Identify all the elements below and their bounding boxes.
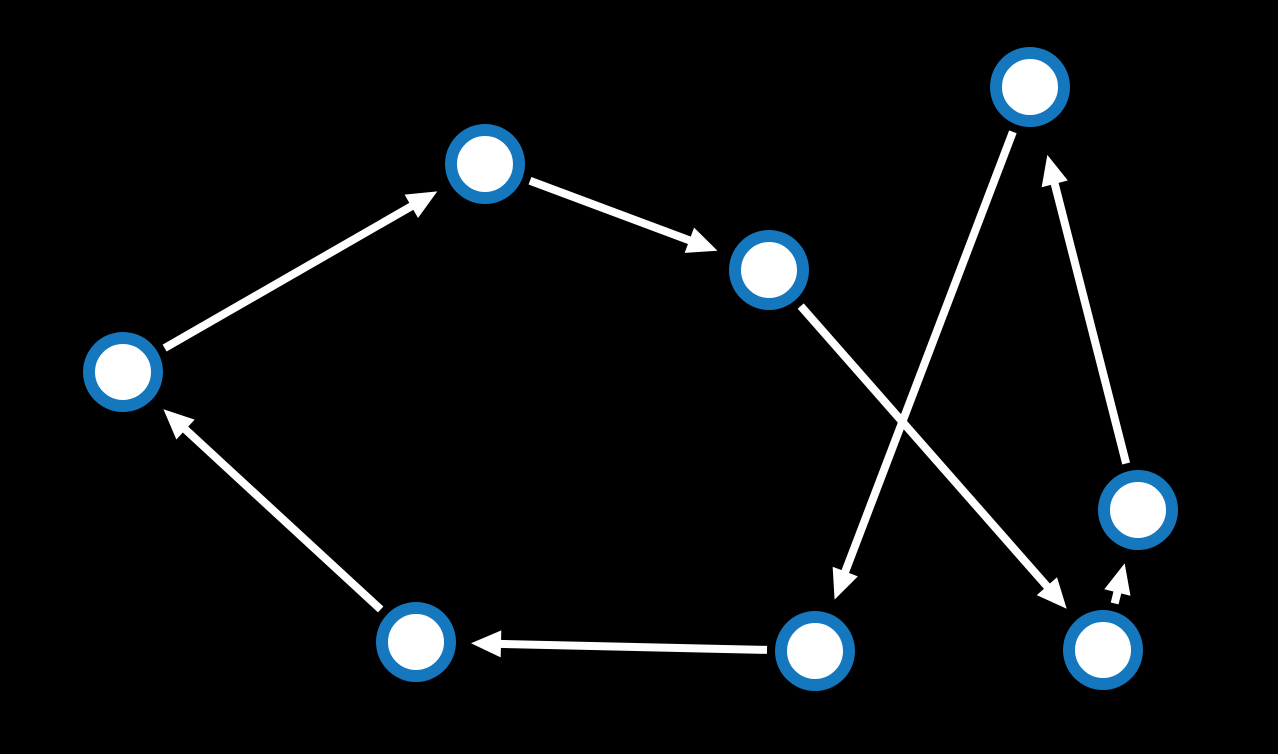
graph-edge (162, 191, 438, 352)
graph-node-left-node (83, 332, 163, 412)
arrowhead-icon (1036, 577, 1067, 609)
graph-edge (163, 409, 384, 613)
graph-node-upper-left-node (445, 124, 525, 204)
graph-node-middle-node (729, 230, 809, 310)
arrowhead-icon (832, 566, 858, 600)
arrowhead-icon (1041, 154, 1068, 188)
arrowhead-icon (163, 409, 195, 440)
arrowhead-icon (470, 630, 502, 658)
graph-edge (528, 177, 718, 253)
graph-edge (470, 630, 768, 658)
graph-edge (1104, 563, 1131, 605)
arrowhead-icon (404, 191, 438, 219)
graph-node-right-node (1098, 470, 1178, 550)
graph-edge (832, 130, 1017, 600)
graph-node-bottom-left-node (376, 602, 456, 682)
graph-edge (797, 303, 1067, 609)
arrowhead-icon (1104, 563, 1131, 596)
graph-node-bottom-right-node (1063, 610, 1143, 690)
arrowhead-icon (684, 227, 718, 253)
graph-node-bottom-middle-node (775, 611, 855, 691)
graph-node-top-right-node (990, 47, 1070, 127)
graph-edge (1041, 154, 1131, 465)
